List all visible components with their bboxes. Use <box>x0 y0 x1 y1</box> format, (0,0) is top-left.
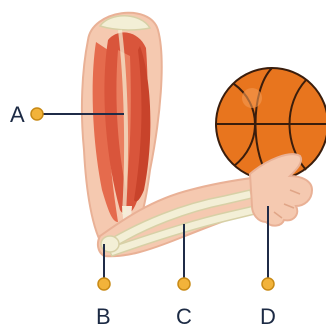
ball-shine <box>242 88 262 108</box>
label-D: D <box>260 304 276 329</box>
label-A: A <box>10 102 25 127</box>
label-B: B <box>96 304 111 329</box>
label-C: C <box>176 304 192 329</box>
label-C-group: C <box>176 224 192 329</box>
marker-A <box>31 108 43 120</box>
marker-B <box>98 278 110 290</box>
marker-C <box>178 278 190 290</box>
marker-D <box>262 278 274 290</box>
